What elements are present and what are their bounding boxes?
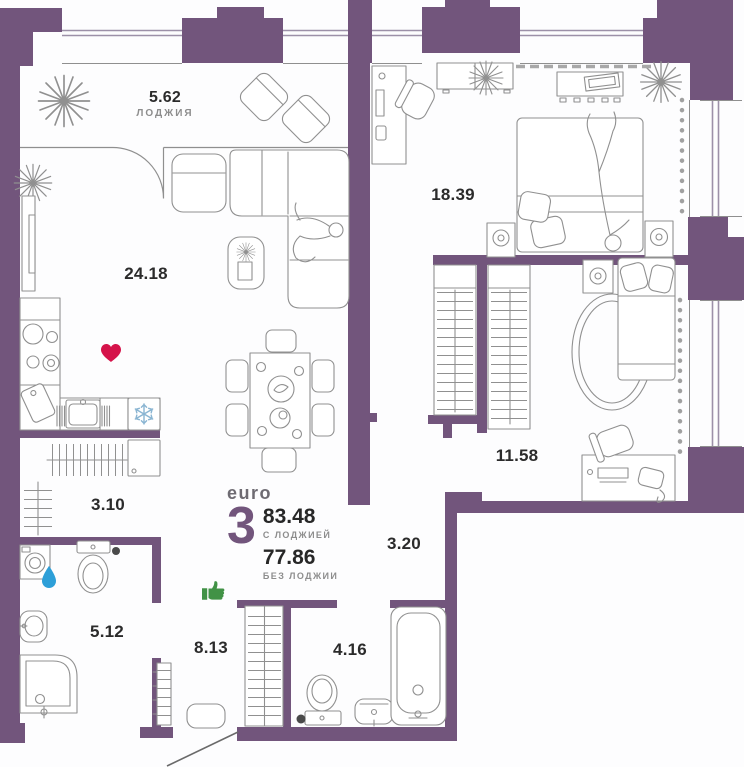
room-name: ЛОДЖИЯ [136, 108, 194, 119]
room-label-bathroom-big: 5.12 [90, 622, 124, 642]
thumbs-up-icon [202, 581, 225, 600]
door-dot [112, 547, 120, 555]
toilet-icon [76, 540, 111, 594]
coffee-table-icon [227, 236, 265, 290]
room-label-loggia: 5.62 ЛОДЖИЯ [136, 89, 193, 119]
room-label-bedroom-second: 11.58 [496, 446, 539, 466]
apartment-summary: euro 3 83.48 С ЛОДЖИЕЙ 77.86 БЕЗ ЛОДЖИИ [227, 483, 338, 581]
armchair-icon [171, 153, 227, 213]
room-area: 11.58 [495, 446, 539, 465]
wall-frame-lines [62, 63, 742, 447]
hall-closet-icon [244, 605, 284, 727]
toilet-icon [304, 674, 342, 726]
sofa-icon [229, 149, 350, 309]
room-label-bedroom-main: 18.39 [431, 185, 475, 205]
room-label-bathroom-small: 4.16 [333, 640, 367, 660]
pedestal-sink-icon [354, 698, 394, 727]
room-label-living: 24.18 [124, 264, 168, 284]
wardrobe-left-icon [433, 264, 477, 416]
wardrobe-right-icon [487, 264, 531, 430]
area-without-loggia: 77.86 [262, 546, 316, 569]
plant-icon [37, 74, 91, 128]
room-area: 5.12 [90, 622, 124, 641]
stove-icon [22, 323, 60, 372]
room-label-wardrobe: 3.10 [91, 495, 125, 515]
kitchen-sink-icon [56, 398, 111, 429]
plant-icon [468, 60, 504, 96]
room-area: 18.39 [431, 185, 475, 204]
desk-chair-icon [394, 79, 435, 120]
entrance-door-line [166, 731, 239, 767]
hall-cabinet-icon [127, 439, 161, 477]
bathtub-icon [390, 606, 447, 726]
area-with-loggia: 83.48 [262, 505, 316, 528]
nightstand-speaker-icon [486, 220, 674, 258]
dining-set-icon [225, 329, 335, 473]
with-loggia-label: С ЛОДЖИЕЙ [262, 530, 332, 540]
rooms-count: 3 [227, 497, 256, 555]
tv-stand-icon [556, 71, 624, 103]
without-loggia-label: БЕЗ ЛОДЖИИ [262, 571, 339, 581]
room-area: 5.62 [149, 89, 181, 106]
desk-chair-icon [588, 424, 634, 463]
double-bed-icon [516, 117, 644, 253]
nightstand-speaker-icon [582, 259, 614, 294]
tv-unit-icon [21, 195, 36, 292]
loggia-armchairs-icon [239, 72, 331, 144]
corner-bathtub-icon [19, 654, 78, 719]
wardrobe-rack-icon [24, 444, 128, 536]
loggia-door [20, 146, 348, 199]
apartment-type-label: euro [227, 483, 273, 503]
walls [0, 0, 744, 743]
radiators [516, 64, 685, 456]
window-glazing [62, 29, 720, 447]
room-label-hallway: 8.13 [194, 638, 228, 658]
room-area: 24.18 [124, 264, 168, 283]
room-label-corridor: 3.20 [387, 534, 421, 554]
person-on-sofa-icon [292, 202, 344, 263]
room-area: 3.20 [387, 534, 421, 553]
single-bed-icon [617, 257, 676, 381]
room-area: 4.16 [333, 640, 367, 659]
bath-sink-icon [19, 610, 48, 643]
towel-radiator-icon [152, 662, 172, 726]
door-dot [296, 714, 306, 724]
cutting-board-icon [20, 383, 56, 423]
washing-machine-icon [19, 544, 51, 580]
room-area: 3.10 [91, 495, 125, 514]
computer-desk-icon [581, 454, 676, 503]
room-area: 8.13 [194, 638, 228, 657]
desk-icon [371, 65, 407, 165]
stool-icon [186, 703, 226, 729]
snowflake-icon [134, 403, 154, 425]
heart-icon [101, 344, 121, 362]
person-on-bed-icon [586, 111, 630, 252]
water-drop-icon [42, 566, 56, 588]
